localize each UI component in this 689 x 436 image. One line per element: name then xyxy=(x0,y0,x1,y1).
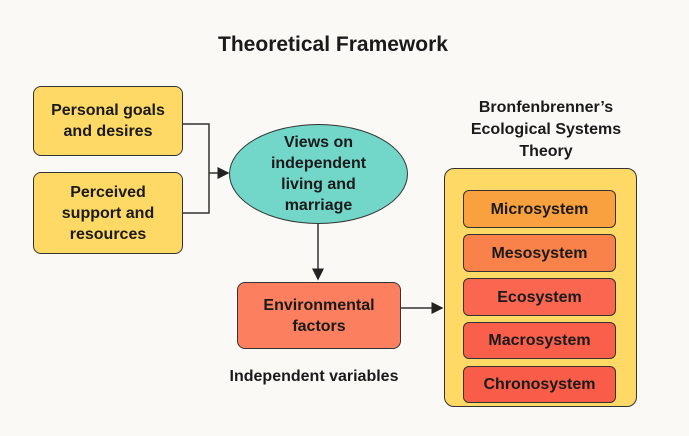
node-views: Views on independent living and marriage xyxy=(229,124,408,224)
diagram-title: Theoretical Framework xyxy=(218,33,448,56)
system-microsystem: Microsystem xyxy=(463,190,616,228)
system-mesosystem: Mesosystem xyxy=(463,234,616,272)
connector-inputs xyxy=(183,123,210,214)
system-ecosystem: Ecosystem xyxy=(463,278,616,316)
node-environmental: Environmental factors xyxy=(237,282,401,349)
system-chronosystem: Chronosystem xyxy=(463,366,616,403)
theory-title: Bronfenbrenner’s Ecological Systems Theo… xyxy=(470,99,622,160)
node-personal-goals: Personal goals and desires xyxy=(33,86,183,156)
independent-variables-label: Independent variables xyxy=(229,368,399,385)
system-macrosystem: Macrosystem xyxy=(463,322,616,359)
node-perceived-support: Perceived support and resources xyxy=(33,172,183,254)
